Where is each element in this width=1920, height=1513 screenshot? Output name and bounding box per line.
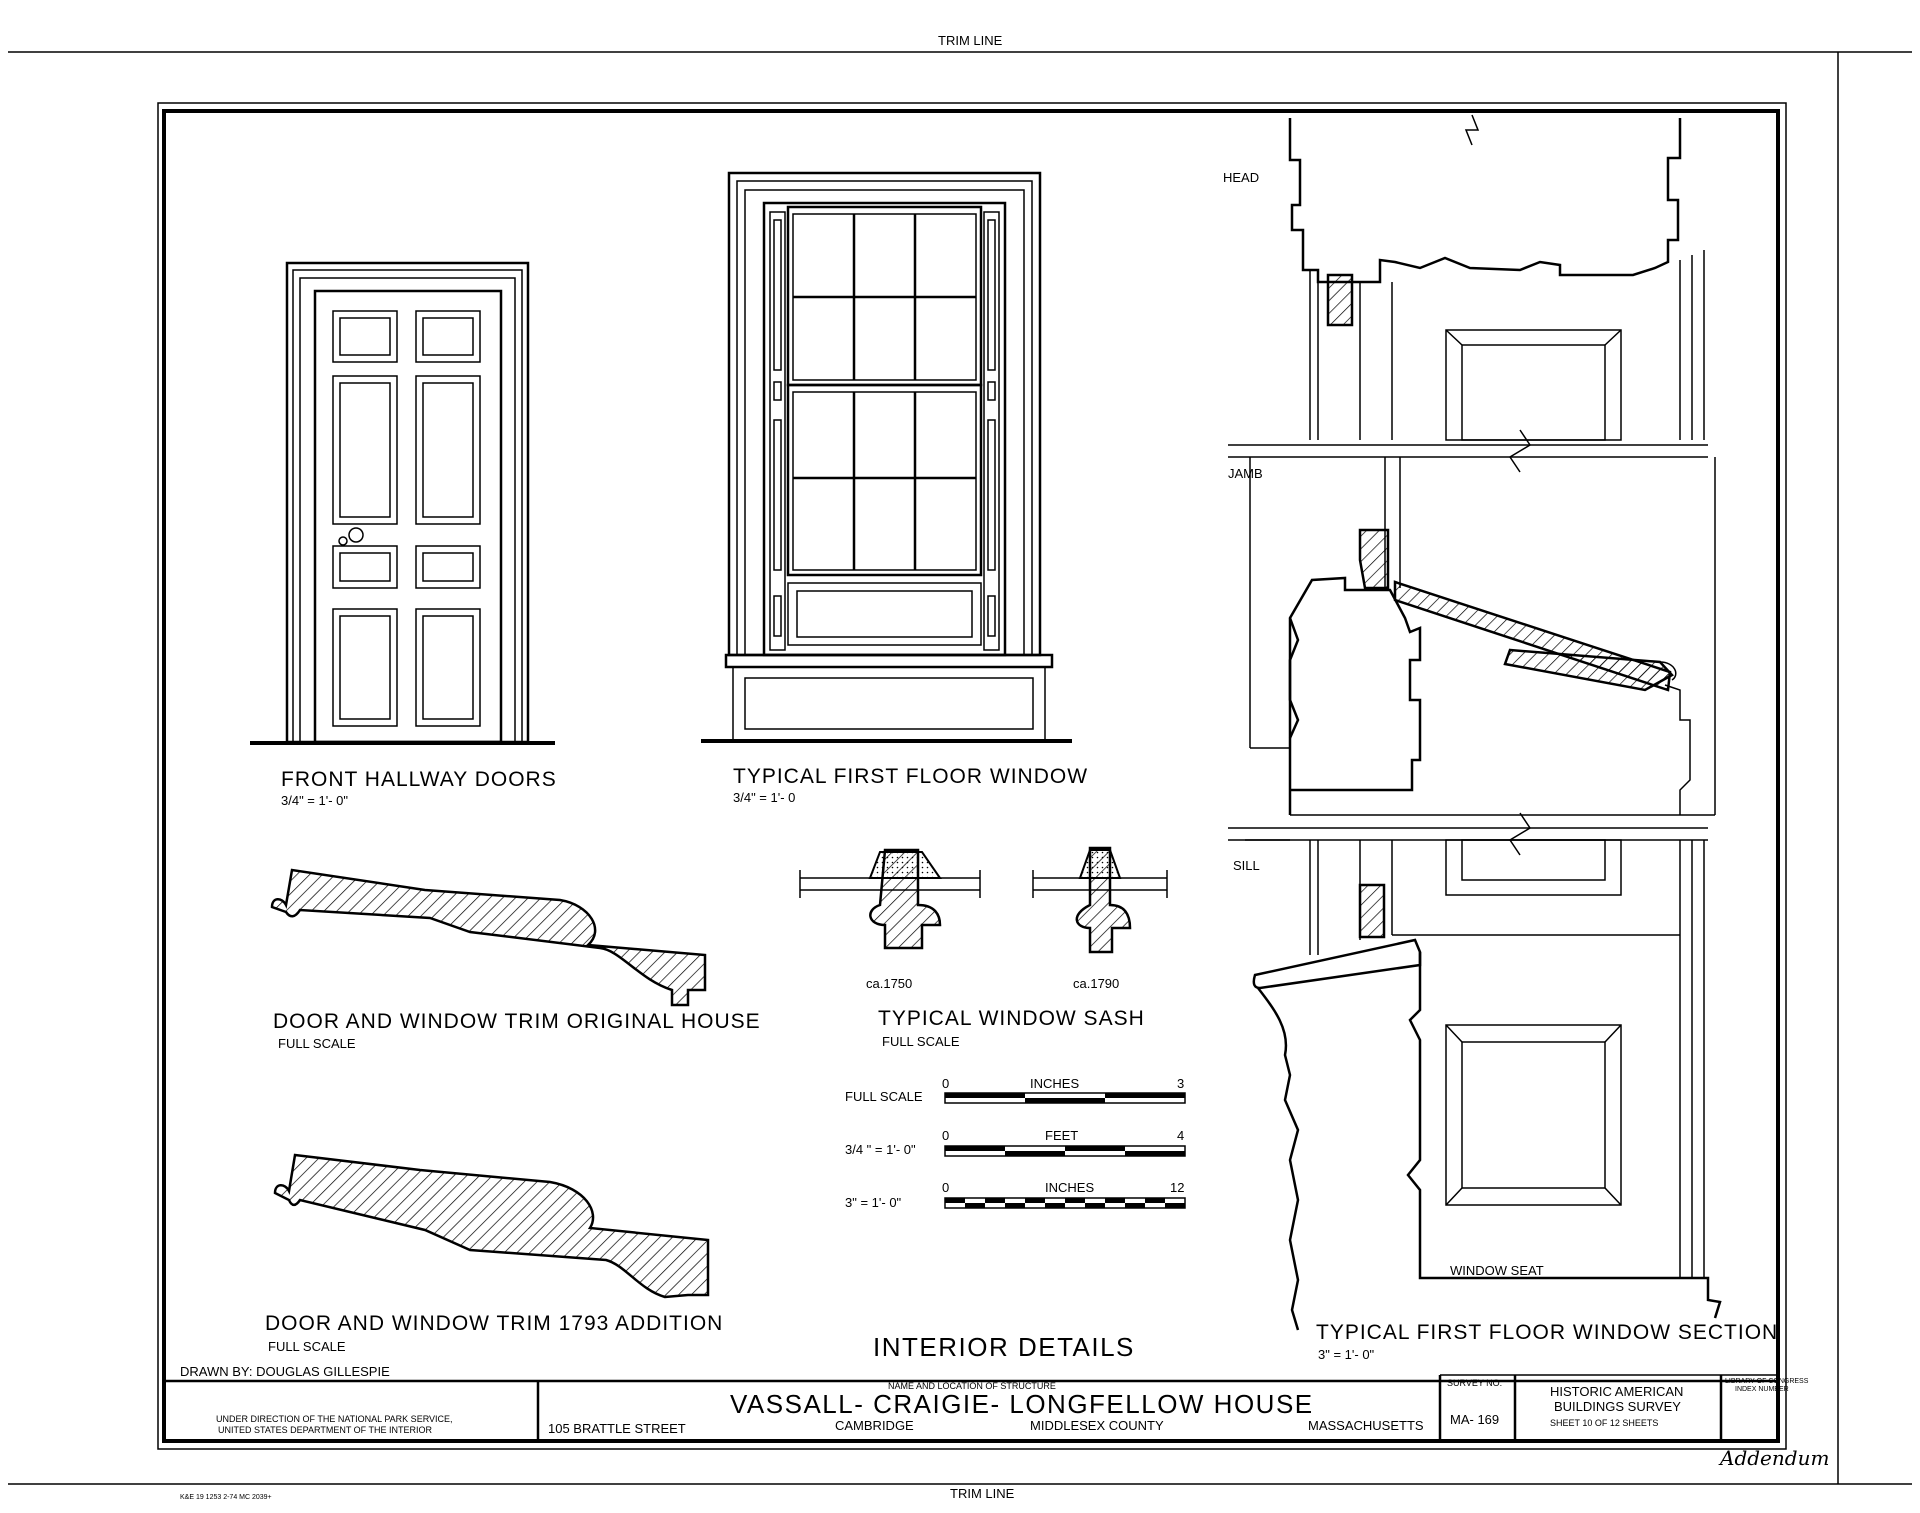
section-title: TYPICAL FIRST FLOOR WINDOW SECTION — [1316, 1321, 1778, 1344]
window-title: TYPICAL FIRST FLOOR WINDOW — [733, 765, 1088, 788]
trim-original-title: DOOR AND WINDOW TRIM ORIGINAL HOUSE — [273, 1010, 761, 1033]
door-title: FRONT HALLWAY DOORS — [281, 768, 557, 791]
agency-line-2: UNITED STATES DEPARTMENT OF THE INTERIOR — [218, 1425, 433, 1435]
sheet-number: SHEET 10 OF 12 SHEETS — [1550, 1418, 1658, 1428]
agency-line-1: UNDER DIRECTION OF THE NATIONAL PARK SER… — [216, 1414, 453, 1424]
scale-3-end: 12 — [1170, 1180, 1184, 1195]
scale-1-start: 0 — [942, 1076, 949, 1091]
window-section-drawing — [1228, 114, 1722, 1331]
structure-name: VASSALL- CRAIGIE- LONGFELLOW HOUSE — [730, 1389, 1314, 1419]
trim-addition-scale: FULL SCALE — [268, 1339, 346, 1354]
scale-1-end: 3 — [1177, 1076, 1184, 1091]
scale-3-label: 3" = 1'- 0" — [845, 1195, 902, 1210]
state: MASSACHUSETTS — [1308, 1418, 1424, 1433]
scale-bar-three-quarter: 3/4 " = 1'- 0" 0 FEET 4 — [845, 1128, 1186, 1157]
window-seat-label: WINDOW SEAT — [1450, 1263, 1544, 1278]
scale-2-end: 4 — [1177, 1128, 1184, 1143]
sash-profile-2-label: ca.1790 — [1073, 976, 1119, 991]
first-floor-window-elevation — [701, 171, 1072, 743]
sash-profile-ca1750 — [799, 848, 981, 950]
section-sill-label: SILL — [1233, 858, 1260, 873]
sash-scale: FULL SCALE — [882, 1034, 960, 1049]
street-address: 105 BRATTLE STREET — [548, 1421, 686, 1436]
city: CAMBRIDGE — [835, 1418, 914, 1433]
habs-line-2: BUILDINGS SURVEY — [1554, 1399, 1681, 1414]
section-scale: 3" = 1'- 0" — [1318, 1347, 1375, 1362]
trim-profile-1793-addition — [273, 1153, 710, 1299]
sash-title: TYPICAL WINDOW SASH — [878, 1007, 1145, 1030]
trim-line-bottom-label: TRIM LINE — [950, 1486, 1015, 1501]
scale-1-unit: INCHES — [1030, 1076, 1079, 1091]
county: MIDDLESEX COUNTY — [1030, 1418, 1164, 1433]
scale-2-start: 0 — [942, 1128, 949, 1143]
loc-line-2: INDEX NUMBER — [1735, 1386, 1789, 1393]
trim-original-scale: FULL SCALE — [278, 1036, 356, 1051]
survey-no-label: SURVEY NO. — [1447, 1378, 1502, 1388]
print-code: K&E 19 1253 2-74 MC 2039+ — [180, 1494, 272, 1501]
title-block — [164, 1374, 1778, 1441]
front-hallway-door-elevation — [250, 261, 555, 745]
scale-2-unit: FEET — [1045, 1128, 1078, 1143]
trim-profile-original — [270, 868, 707, 1007]
trim-line-top-label: TRIM LINE — [938, 33, 1003, 48]
addendum-note: Addendum — [1718, 1446, 1829, 1470]
loc-line-1: LIBRARY OF CONGRESS — [1725, 1378, 1809, 1385]
name-location-label: NAME AND LOCATION OF STRUCTURE — [888, 1381, 1056, 1391]
drawn-by: DRAWN BY: DOUGLAS GILLESPIE — [180, 1364, 390, 1379]
trim-lines: TRIM LINE TRIM LINE K&E 19 1253 2-74 MC … — [8, 33, 1912, 1501]
survey-no: MA- 169 — [1450, 1412, 1499, 1427]
inner-border — [162, 109, 1780, 1443]
scale-bar-three-inch: 3" = 1'- 0" 0 INCHES 12 — [845, 1180, 1186, 1210]
scale-3-unit: INCHES — [1045, 1180, 1094, 1195]
sash-profile-ca1790 — [1032, 846, 1168, 954]
scale-3-start: 0 — [942, 1180, 949, 1195]
scale-2-label: 3/4 " = 1'- 0" — [845, 1142, 916, 1157]
interior-details-title: INTERIOR DETAILS — [873, 1332, 1135, 1362]
outer-border — [157, 102, 1787, 1450]
door-scale: 3/4" = 1'- 0" — [281, 793, 348, 808]
trim-addition-title: DOOR AND WINDOW TRIM 1793 ADDITION — [265, 1312, 723, 1335]
scale-1-label: FULL SCALE — [845, 1089, 923, 1104]
habs-line-1: HISTORIC AMERICAN — [1550, 1384, 1683, 1399]
sash-profile-1-label: ca.1750 — [866, 976, 912, 991]
section-head-label: HEAD — [1223, 170, 1259, 185]
window-scale: 3/4" = 1'- 0 — [733, 790, 795, 805]
scale-bar-full: FULL SCALE 0 INCHES 3 — [845, 1076, 1186, 1104]
section-jamb-label: JAMB — [1228, 466, 1263, 481]
